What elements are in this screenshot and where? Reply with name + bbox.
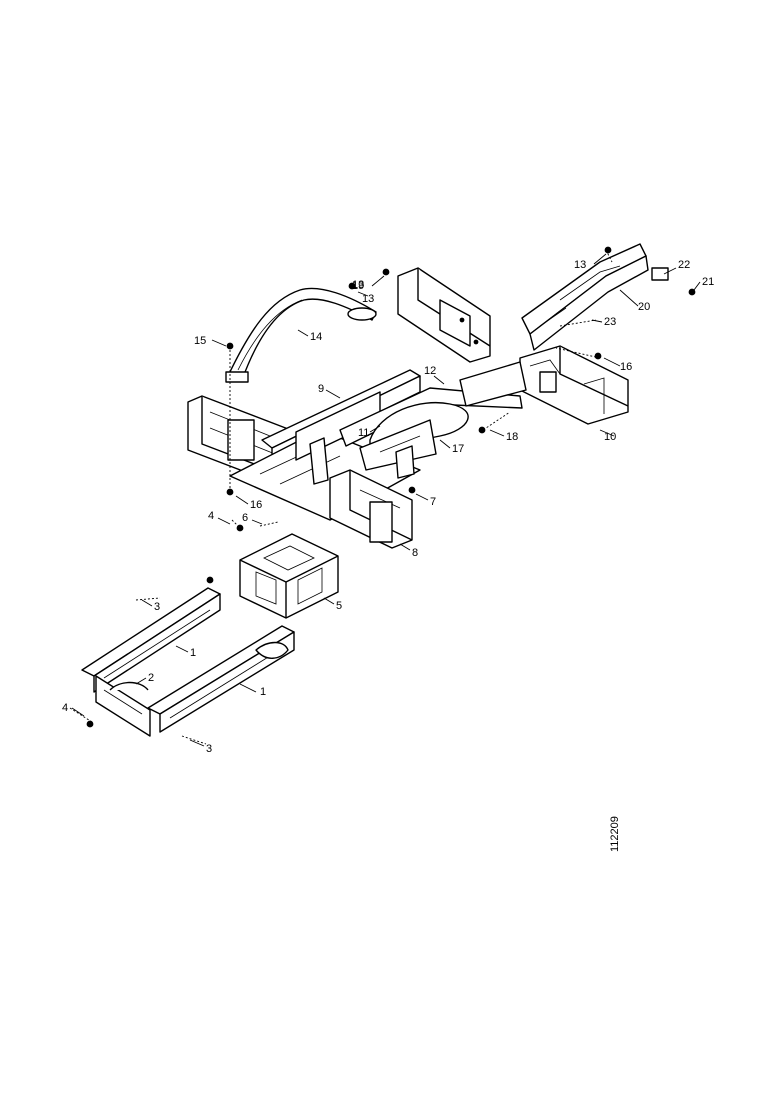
bolt (478, 426, 486, 434)
bracket-10 (519, 345, 629, 425)
bolt (86, 720, 94, 728)
callout-19: 19 (352, 280, 364, 292)
callout-10: 10 (604, 431, 616, 443)
callout-23: 23 (604, 316, 616, 328)
callout-7: 7 (430, 496, 436, 508)
callout-12: 12 (424, 365, 436, 377)
callout-labels: 1 1 2 3 3 4 4 5 6 7 8 9 10 11 12 13 13 1… (62, 259, 714, 755)
callout-2: 2 (148, 672, 154, 684)
callout-3: 3 (154, 601, 160, 613)
callout-1: 1 (260, 686, 266, 698)
leader-lines (71, 253, 701, 747)
callout-5: 5 (336, 600, 342, 612)
callout-16: 16 (620, 361, 632, 373)
callout-4: 4 (208, 510, 214, 522)
left-rail-1b (147, 625, 295, 733)
bolt (408, 486, 416, 494)
mount-5 (239, 533, 339, 619)
callout-20: 20 (638, 301, 650, 313)
callout-13: 13 (574, 259, 586, 271)
callout-3: 3 (206, 743, 212, 755)
bolt (604, 246, 612, 254)
center-linkage (309, 361, 527, 485)
callout-14: 14 (310, 331, 322, 343)
callout-16: 16 (250, 499, 262, 511)
crossmember-8 (329, 469, 413, 549)
bolt (206, 576, 214, 584)
callout-4: 4 (62, 702, 68, 714)
figure-number: 112209 (609, 816, 621, 852)
callout-17: 17 (452, 443, 464, 455)
callout-6: 6 (242, 512, 248, 524)
callout-13: 13 (352, 279, 364, 291)
callout-15: 15 (194, 335, 206, 347)
fasteners (69, 246, 696, 745)
callout-22: 22 (678, 259, 690, 271)
spacer-22 (651, 267, 669, 281)
bolt (382, 268, 390, 276)
callout-1: 1 (190, 647, 196, 659)
bolt (348, 282, 356, 290)
callout-8: 8 (412, 547, 418, 559)
callout-18: 18 (506, 431, 518, 443)
left-rail-1a (81, 587, 221, 693)
callout-11: 11 (358, 427, 369, 439)
rear-crossmember-20 (521, 243, 649, 351)
arched-tube-14 (225, 287, 377, 383)
callout-9: 9 (318, 383, 324, 395)
end-plate-2 (95, 675, 151, 737)
callout-21: 21 (702, 276, 714, 288)
upper-bracket (397, 267, 491, 363)
callout-13: 13 (362, 293, 374, 305)
bolt (688, 288, 696, 296)
bolt (594, 352, 602, 360)
